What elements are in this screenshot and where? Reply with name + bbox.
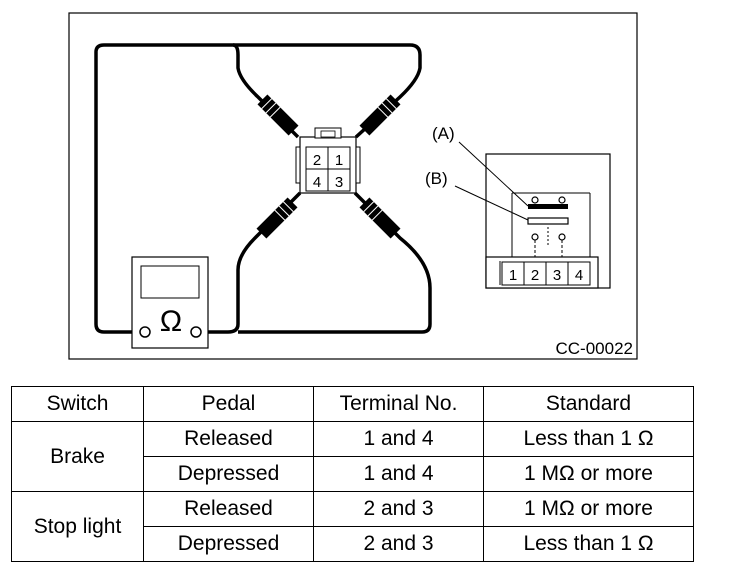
header-standard: Standard [483, 386, 694, 422]
meter-jack-left [139, 326, 151, 338]
standard-cell: Less than 1 Ω [483, 421, 694, 457]
leader-line-b [454, 185, 529, 221]
switch-cell: Stop light [11, 491, 144, 562]
table-row: Depressed 1 and 4 1 MΩ or more [12, 456, 694, 492]
switch-terminal-4: 4 [575, 267, 583, 284]
meter-jack-right [190, 326, 202, 338]
switch-detail: 1 2 3 4 [454, 141, 611, 289]
pedal-cell: Released [143, 491, 314, 527]
meter-lead-left [94, 43, 233, 334]
probe-wire-terminal-1 [233, 43, 422, 139]
table-header-row: Switch Pedal Terminal No. Standard [11, 386, 694, 422]
callout-b: (B) [425, 169, 448, 188]
pedal-cell: Released [143, 421, 314, 457]
meter-display [140, 265, 200, 299]
probe-handle-lower-right [359, 197, 401, 239]
terminal-cell: 2 and 3 [313, 526, 484, 562]
connector-terminal-1: 1 [335, 152, 343, 169]
table-row: Brake Released 1 and 4 Less than 1 Ω [11, 421, 694, 492]
connector-terminal-3: 3 [335, 174, 343, 191]
contact-b-bar [527, 217, 569, 225]
probe-wire-terminal-3 [238, 191, 432, 334]
header-pedal: Pedal [143, 386, 314, 422]
standard-cell: Less than 1 Ω [483, 526, 694, 562]
pedal-cell: Depressed [143, 456, 314, 492]
terminal-cell: 1 and 4 [313, 456, 484, 492]
probe-handle-upper-right [359, 94, 401, 136]
switch-cell: Brake [11, 421, 144, 492]
pedal-cell: Depressed [143, 526, 314, 562]
contact-a-bar [528, 204, 568, 209]
diagram-frame [68, 12, 638, 360]
resistance-spec-table: Switch Pedal Terminal No. Standard Brake… [11, 386, 694, 562]
header-switch: Switch [11, 386, 144, 422]
figure-code: CC-00022 [556, 339, 634, 358]
switch-connector: 2 1 4 3 [295, 127, 361, 194]
wiring-diagram: 2 1 4 3 Ω 1 2 3 4 [68, 12, 638, 360]
switch-terminal-3: 3 [553, 267, 561, 284]
standard-cell: 1 MΩ or more [483, 491, 694, 527]
switch-terminal-1: 1 [509, 267, 517, 284]
standard-cell: 1 MΩ or more [483, 456, 694, 492]
callout-a: (A) [432, 124, 455, 143]
ohmmeter: Ω [131, 256, 209, 349]
table-row: Depressed 2 and 3 Less than 1 Ω [12, 526, 694, 562]
probe-handle-lower-left [256, 197, 298, 239]
terminal-cell: 1 and 4 [313, 421, 484, 457]
probe-handle-upper-left [257, 94, 299, 136]
switch-terminal-2: 2 [531, 267, 539, 284]
header-terminal: Terminal No. [313, 386, 484, 422]
ohm-symbol: Ω [160, 305, 182, 338]
table-row: Stop light Released 2 and 3 1 MΩ or more [11, 491, 694, 562]
connector-terminal-2: 2 [313, 152, 321, 169]
probe-wire-terminal-4 [204, 191, 302, 334]
terminal-cell: 2 and 3 [313, 491, 484, 527]
connector-terminal-4: 4 [313, 174, 321, 191]
leader-line-a [458, 141, 529, 207]
